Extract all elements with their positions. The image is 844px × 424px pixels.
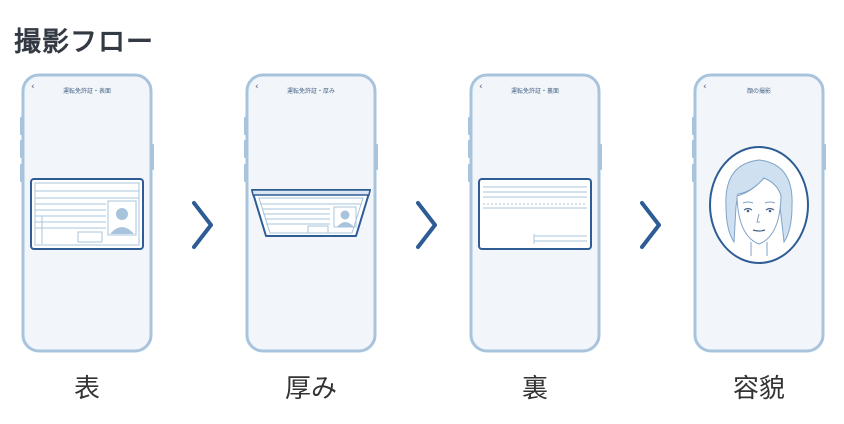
page-title: 撮影フロー (14, 27, 154, 58)
screen-title: 運転免許証・裏面 (510, 88, 559, 95)
chevron-left-icon[interactable]: ‹ (703, 82, 707, 92)
step-label: 裏 (521, 374, 548, 404)
step-label: 厚み (284, 374, 337, 404)
license-back-illustration (478, 178, 592, 250)
phone-frame: ‹ 運転免許証・厚み (244, 72, 378, 354)
chevron-right-icon (640, 201, 661, 249)
screen-title: 運転免許証・厚み (286, 88, 335, 95)
screen-title: 運転免許証・表面 (62, 88, 111, 95)
license-front-illustration (30, 178, 144, 250)
phone-frame: ‹ 運転免許証・裏面 (468, 72, 602, 354)
chevron-right-icon (416, 201, 437, 249)
chevron-right-icon (192, 201, 213, 249)
step-label: 容貌 (732, 374, 785, 404)
license-thickness-illustration (251, 189, 371, 237)
chevron-left-icon[interactable]: ‹ (31, 82, 35, 92)
chevron-left-icon[interactable]: ‹ (255, 82, 259, 92)
face-guide-illustration (709, 146, 809, 264)
phone-frame: ‹ 運転免許証・表面 (20, 72, 154, 354)
screen-title: 顔の撮影 (746, 88, 771, 95)
chevron-left-icon[interactable]: ‹ (479, 82, 483, 92)
step-label: 表 (73, 374, 100, 404)
phone-frame: ‹ 顔の撮影 (692, 72, 826, 354)
